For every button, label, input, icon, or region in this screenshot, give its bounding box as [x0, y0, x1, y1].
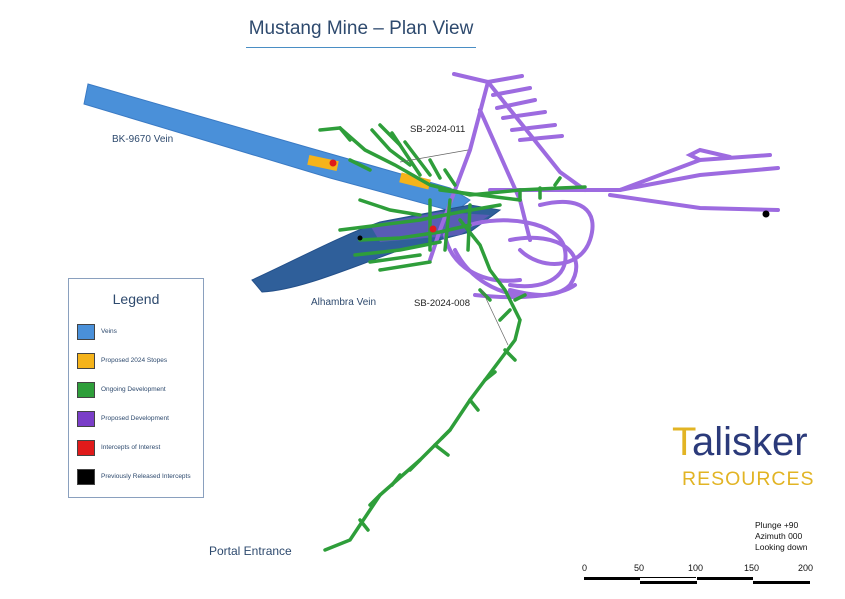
- scale-segment-5: [753, 581, 810, 584]
- legend-label: Previously Released Intercepts: [101, 473, 191, 480]
- bk-9670-vein: [83, 83, 471, 213]
- legend-item-proposed-development: Proposed Development: [69, 404, 203, 433]
- scale-segment-3: [640, 581, 697, 584]
- scale-tick-0: 0: [582, 563, 588, 573]
- legend-item-ongoing-development: Ongoing Development: [69, 375, 203, 404]
- logo-t: T: [672, 420, 692, 464]
- drill-trace-008: [481, 289, 509, 346]
- azimuth-text: Azimuth 000: [755, 531, 803, 541]
- intercept-of-interest-1: [329, 159, 337, 167]
- view-info: Plunge +90 Azimuth 000 Looking down: [755, 520, 807, 553]
- legend-item-previously-released: Previously Released Intercepts: [69, 462, 203, 491]
- scale-tick-100: 100: [688, 563, 704, 573]
- alhambra-vein-label: Alhambra Vein: [311, 297, 377, 308]
- drillhole-sb-2024-008-label: SB-2024-008: [414, 298, 470, 309]
- legend-item-proposed-stopes: Proposed 2024 Stopes: [69, 346, 203, 375]
- scale-tick-150: 150: [744, 563, 760, 573]
- proposed-stope-1: [307, 154, 339, 172]
- logo-subtitle: RESOURCES: [682, 468, 815, 490]
- legend-swatch-proposed-stopes: [77, 352, 95, 369]
- scale-tick-200: 200: [798, 563, 814, 573]
- logo-wordmark: Talisker: [672, 420, 808, 465]
- legend-swatch-ongoing-development: [77, 381, 95, 398]
- legend-label: Proposed Development: [101, 415, 169, 422]
- page-title: Mustang Mine – Plan View: [246, 18, 476, 48]
- previously-released-intercept-2: [762, 210, 770, 218]
- proposed-development: [428, 72, 780, 300]
- scale-segment-2: [640, 577, 696, 580]
- scale-tick-50: 50: [634, 563, 645, 573]
- drill-trace-011: [399, 149, 469, 163]
- ongoing-development: [318, 123, 587, 552]
- logo-main-rest: alisker: [692, 420, 808, 464]
- scale-segment-1: [584, 577, 640, 580]
- plunge-text: Plunge +90: [755, 520, 799, 530]
- legend-swatch-intercepts-of-interest: [77, 439, 95, 456]
- legend-label: Ongoing Development: [101, 386, 166, 393]
- legend-title: Legend: [112, 291, 160, 307]
- scale-segment-4: [697, 577, 753, 580]
- legend-label: Intercepts of Interest: [101, 444, 161, 451]
- legend-label: Veins: [101, 328, 117, 335]
- proposed-stope-2: [399, 172, 431, 190]
- legend-swatch-proposed-development: [77, 410, 95, 427]
- bk-9670-vein-label: BK-9670 Vein: [112, 134, 174, 145]
- talisker-logo: Talisker RESOURCES: [672, 420, 822, 495]
- drillhole-sb-2024-011-label: SB-2024-011: [410, 124, 466, 135]
- intercept-of-interest-2: [429, 225, 437, 233]
- looking-text: Looking down: [755, 542, 808, 552]
- legend-swatch-previously-released: [77, 468, 95, 485]
- legend-swatch-veins: [77, 323, 95, 340]
- legend-label: Proposed 2024 Stopes: [101, 357, 168, 364]
- legend: Legend Veins Proposed 2024 Stopes Ongoin…: [68, 278, 204, 498]
- legend-item-veins: Veins: [69, 317, 203, 346]
- legend-item-intercepts-of-interest: Intercepts of Interest: [69, 433, 203, 462]
- previously-released-intercept-1: [357, 235, 363, 241]
- portal-entrance-label: Portal Entrance: [209, 544, 292, 558]
- scale-bar: 0 50 100 150 200: [582, 563, 814, 588]
